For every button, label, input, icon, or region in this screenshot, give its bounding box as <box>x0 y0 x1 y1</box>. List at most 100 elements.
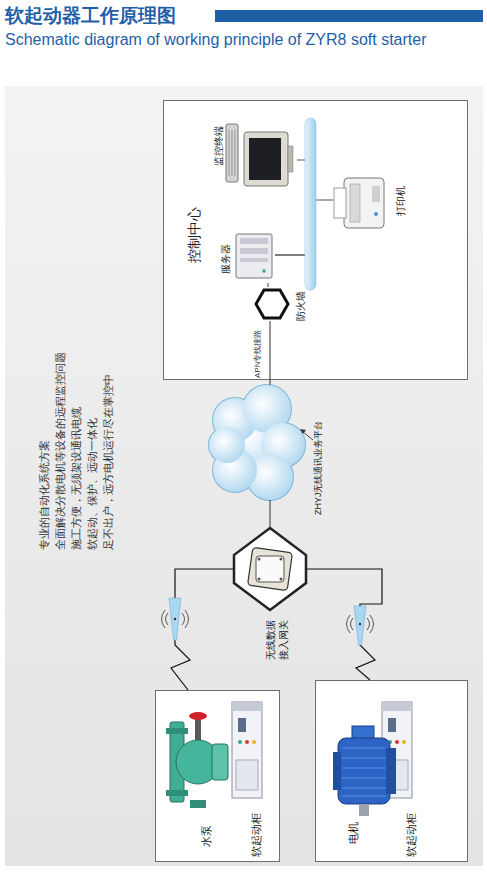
node-label: 防火墙 <box>295 285 307 321</box>
cabinet-door <box>236 760 258 790</box>
motor-fin <box>342 768 386 769</box>
server-icon <box>236 234 272 278</box>
cabinet-top <box>382 702 412 711</box>
monitor-case <box>244 132 288 186</box>
node-label: 无线数据接入网关 <box>264 616 290 660</box>
motor-fin <box>342 748 386 749</box>
feature-note: 全面解决分散电机等设备的远程监控问题 <box>52 310 68 550</box>
antenna-symbol <box>162 598 189 640</box>
motor-icon <box>333 726 396 816</box>
node-label: 软起动柜 <box>250 807 263 857</box>
motor-fin <box>342 758 386 759</box>
motor-end-cap <box>333 752 341 790</box>
motor-feet <box>386 748 396 794</box>
printer-icon <box>334 178 384 228</box>
keyboard-keys <box>232 130 233 176</box>
platform-pointer <box>300 429 313 440</box>
radio-wave <box>347 615 351 633</box>
cabinet-button <box>252 740 256 744</box>
server-bay <box>240 248 268 254</box>
antenna-dot <box>359 623 361 625</box>
node-label: 水泵 <box>200 817 213 847</box>
pump-motor <box>212 744 228 780</box>
network-bus <box>305 118 316 290</box>
cabinet-button <box>245 740 249 744</box>
pump-flange <box>166 790 188 796</box>
cabinet-top <box>232 702 262 711</box>
connector-line <box>307 569 382 680</box>
printer-paper <box>334 188 346 218</box>
feature-note: 施工方便，无须架设通讯电缆 <box>68 310 84 550</box>
radio-wave <box>182 613 185 625</box>
gateway-screw <box>280 558 283 561</box>
cabinet-button <box>402 740 406 744</box>
node-label: 服务器 <box>220 234 232 274</box>
cabinet-button <box>395 740 399 744</box>
monitor-stand <box>288 146 293 172</box>
feature-note: 软起动、保护、远动一体化 <box>84 310 100 550</box>
node-label: 软起动柜 <box>405 807 418 857</box>
node-label: 控制中心 <box>186 201 202 263</box>
gateway-screw <box>258 578 261 581</box>
pointer-line <box>303 432 313 440</box>
connector-line <box>171 569 233 690</box>
node-label: 电机 <box>347 814 360 844</box>
feature-note: 足不出户，远方电机运行尽在掌控中 <box>100 310 116 550</box>
cloud-fill <box>209 427 245 463</box>
motor-shaft <box>359 804 369 816</box>
connector-line <box>270 321 271 385</box>
cabinet-display <box>388 718 396 732</box>
feature-note: 专业的自动化系统方案 <box>36 310 52 550</box>
gateway-screw <box>258 558 261 561</box>
server-case <box>236 234 272 278</box>
pump-icon <box>166 712 228 808</box>
gateway-screw <box>280 578 283 581</box>
cabinet-icon <box>382 702 412 798</box>
keyboard-keys <box>235 130 236 176</box>
cloud-platform: ZHYJ无线通讯业务平台 <box>205 385 305 500</box>
gateway-frame <box>234 528 306 610</box>
pointer-head <box>300 429 306 434</box>
cabinet-body <box>382 702 412 798</box>
pump-flange <box>166 728 188 734</box>
cabinet-display <box>238 718 246 732</box>
antenna-dot <box>174 618 176 620</box>
cloud-platform-outline <box>205 385 305 500</box>
radio-wave <box>162 610 166 628</box>
printer-panel <box>372 186 380 202</box>
cabinet-button <box>238 740 242 744</box>
gateway-device <box>248 547 293 590</box>
connector-line <box>268 283 269 287</box>
antenna-symbol <box>347 606 374 645</box>
radio-wave <box>367 618 370 630</box>
keyboard <box>226 124 238 182</box>
connector-label: APN专线接路 <box>253 314 263 378</box>
gateway-housing <box>248 547 293 590</box>
monitor-icon <box>226 124 293 186</box>
printer-body <box>344 178 384 228</box>
gray-panel <box>5 86 483 866</box>
server-light <box>262 269 266 273</box>
motor-fin <box>342 778 386 779</box>
radio-wave <box>185 610 189 628</box>
firewall-hexagon <box>256 290 288 318</box>
connector-line <box>275 200 333 255</box>
antenna-mast <box>354 606 366 645</box>
pump-base <box>190 800 206 808</box>
node-label: ZHYJ无线通讯业务平台 <box>313 400 324 515</box>
keyboard-keys <box>229 130 230 176</box>
gateway-face <box>256 556 284 582</box>
printer-light <box>374 212 378 216</box>
radio-wave <box>166 613 169 625</box>
antenna-mast <box>169 598 181 640</box>
title-bar <box>215 10 483 22</box>
radio-wave <box>370 615 374 633</box>
node-label: 监控终端 <box>213 116 225 166</box>
valve-handle <box>189 712 207 720</box>
motor-fin <box>342 796 386 797</box>
cabinet-icon <box>232 702 262 798</box>
firewall-outline <box>253 287 289 321</box>
cabinet-body <box>232 702 262 798</box>
monitor-screen <box>249 138 281 180</box>
